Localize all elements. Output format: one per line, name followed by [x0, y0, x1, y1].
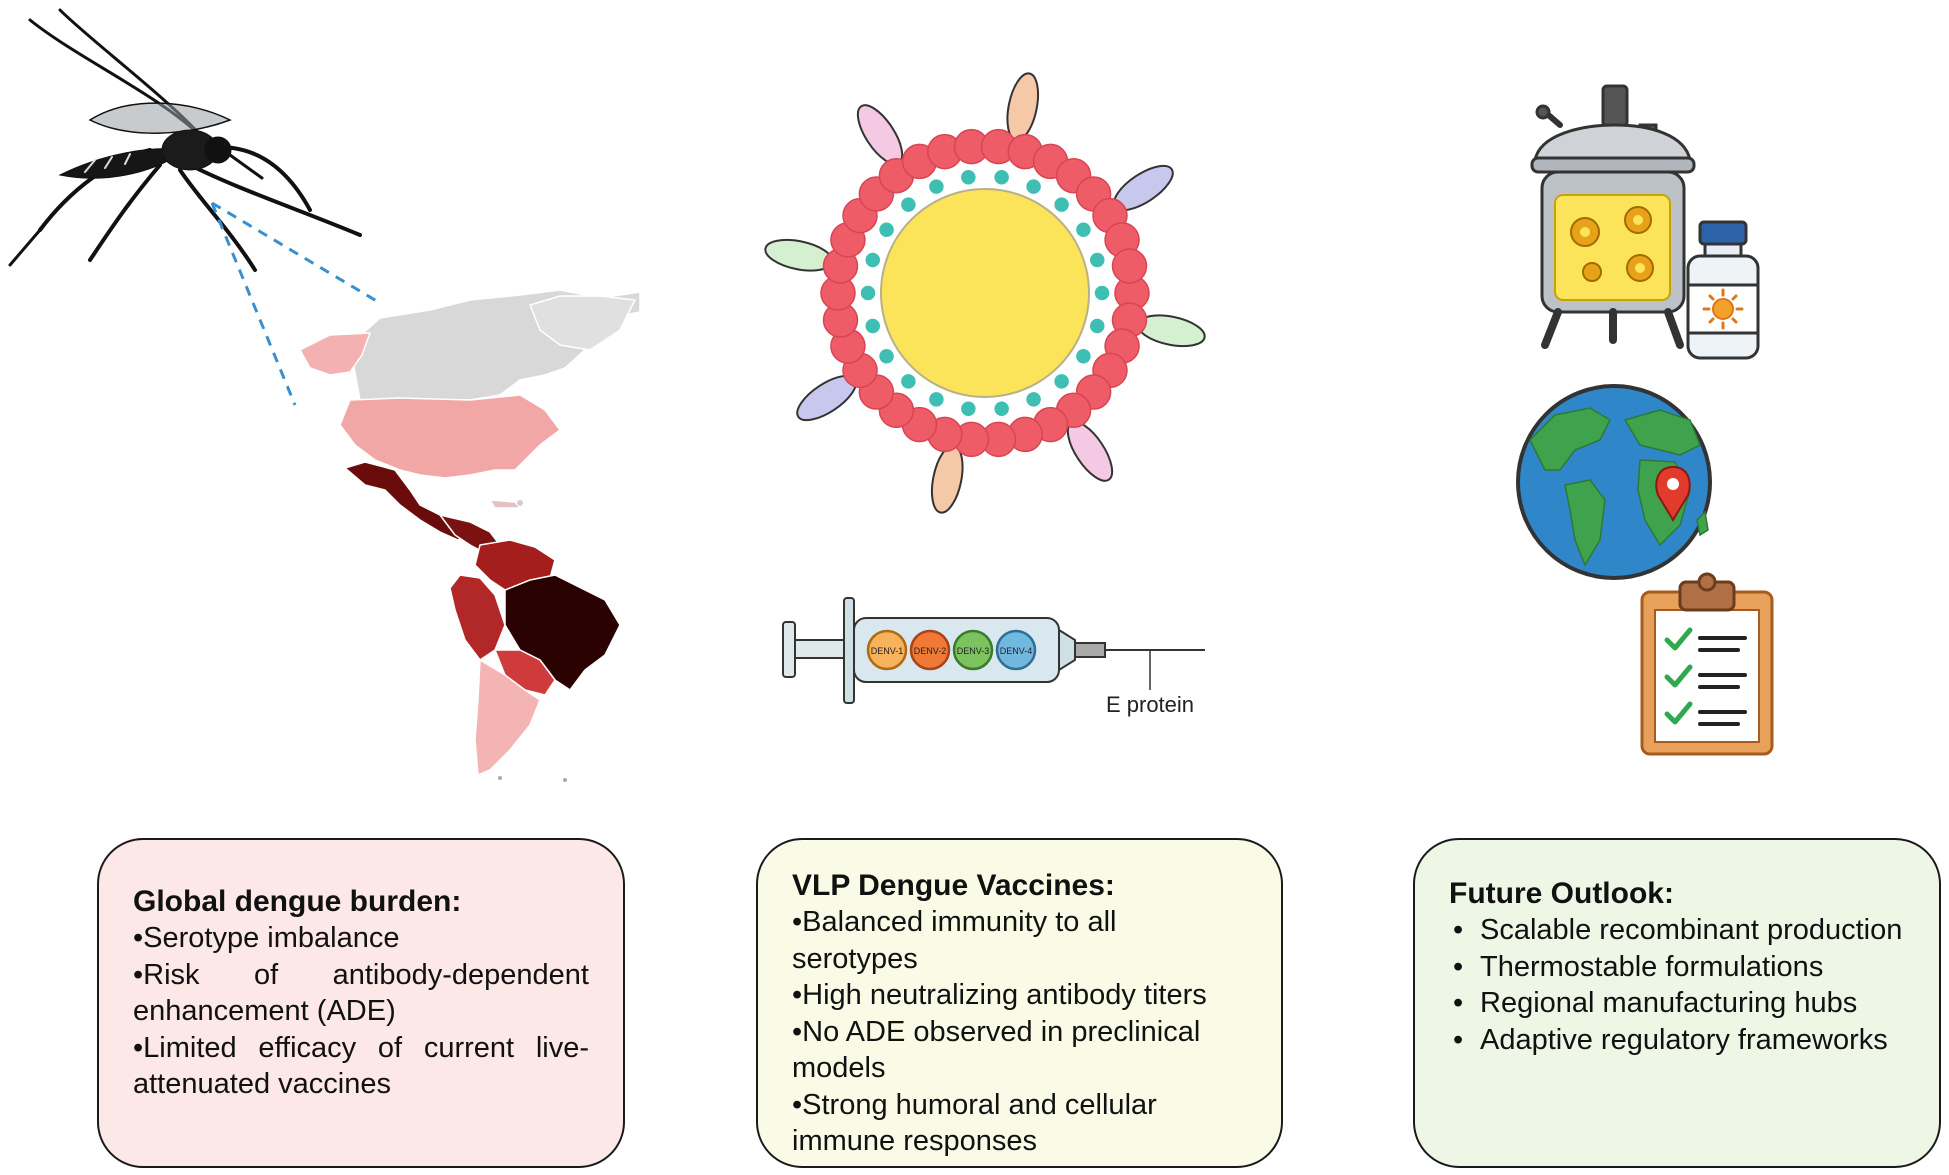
membrane-protein-dot	[927, 177, 946, 196]
e-protein-label: E protein	[1106, 692, 1194, 717]
panel-title: Future Outlook:	[1449, 877, 1674, 910]
americas-dengue-map	[299, 289, 641, 782]
membrane-protein-dot	[1088, 251, 1107, 269]
globe-icon	[1516, 384, 1712, 580]
membrane-protein-dot	[992, 400, 1011, 418]
list-item: •Risk of antibody-dependent enhancement …	[133, 958, 589, 1028]
global-burden-panel: Global dengue burden: •Serotype imbalanc…	[97, 838, 625, 1168]
syringe-icon: DENV-1 DENV-2 DENV-3 DENV-4 E protein	[782, 597, 1205, 717]
vlp-core	[880, 188, 1090, 398]
vlp-list: •Balanced immunity to all serotypes •Hig…	[792, 904, 1247, 1160]
serotype-chamber	[909, 629, 951, 671]
membrane-protein-dot	[863, 251, 882, 269]
membrane-protein-dot	[899, 195, 918, 214]
list-item: •Limited efficacy of current live-attenu…	[133, 1031, 589, 1101]
membrane-protein-dot	[959, 400, 978, 418]
list-item: Scalable recombinant production	[1449, 912, 1905, 949]
bioreactor-icon	[1530, 84, 1696, 349]
list-item: •Strong humoral and cellular immune resp…	[792, 1088, 1157, 1158]
membrane-protein-dot	[1052, 372, 1071, 391]
serotype-label: DENV-2	[914, 646, 947, 656]
membrane-protein-dot	[1093, 284, 1111, 302]
membrane-protein-dot	[1024, 177, 1043, 196]
list-item: •High neutralizing antibody titers	[792, 979, 1207, 1011]
panel-title: Global dengue burden:	[133, 885, 462, 918]
membrane-protein-dot	[863, 317, 882, 335]
serotype-chamber	[952, 629, 994, 671]
membrane-protein-dot	[877, 220, 896, 239]
membrane-protein-dot	[859, 284, 877, 302]
serotype-label: DENV-3	[957, 646, 990, 656]
list-item: Regional manufacturing hubs	[1449, 985, 1905, 1022]
membrane-protein-dot	[927, 390, 946, 409]
serotype-label: DENV-4	[1000, 646, 1033, 656]
membrane-protein-dot	[899, 372, 918, 391]
membrane-protein-dot	[992, 168, 1011, 186]
panel-title: VLP Dengue Vaccines:	[792, 869, 1115, 902]
vaccine-vial-icon	[1686, 220, 1760, 360]
list-item: •Serotype imbalance	[133, 922, 400, 954]
serotype-chamber	[995, 629, 1037, 671]
serotype-chamber	[866, 629, 908, 671]
location-pin-icon	[1655, 465, 1691, 522]
vlp-vaccines-panel: VLP Dengue Vaccines: •Balanced immunity …	[756, 838, 1283, 1168]
zoom-lines	[210, 201, 381, 406]
clipboard-checklist-icon	[1640, 572, 1774, 756]
membrane-protein-dot	[959, 168, 978, 186]
burden-list: •Serotype imbalance •Risk of antibody-de…	[133, 920, 589, 1103]
membrane-protein-dot	[877, 347, 896, 366]
serotype-label: DENV-1	[871, 646, 904, 656]
list-item: Adaptive regulatory frameworks	[1449, 1022, 1905, 1059]
membrane-protein-dot	[1074, 347, 1093, 366]
list-item: •No ADE observed in preclinical models	[792, 1015, 1201, 1085]
membrane-protein-dot	[1074, 220, 1093, 239]
virus-like-particle-icon	[764, 72, 1206, 514]
list-item: Thermostable formulations	[1449, 949, 1905, 986]
capsid-subunit	[1111, 248, 1148, 284]
outlook-list: Scalable recombinant production Thermost…	[1449, 912, 1905, 1058]
membrane-protein-dot	[1088, 317, 1107, 335]
future-outlook-panel: Future Outlook: Scalable recombinant pro…	[1413, 838, 1941, 1168]
membrane-protein-dot	[1024, 390, 1043, 409]
membrane-protein-dot	[1052, 195, 1071, 214]
mosquito-icon	[8, 8, 362, 272]
list-item: •Balanced immunity to all serotypes	[792, 906, 1117, 975]
